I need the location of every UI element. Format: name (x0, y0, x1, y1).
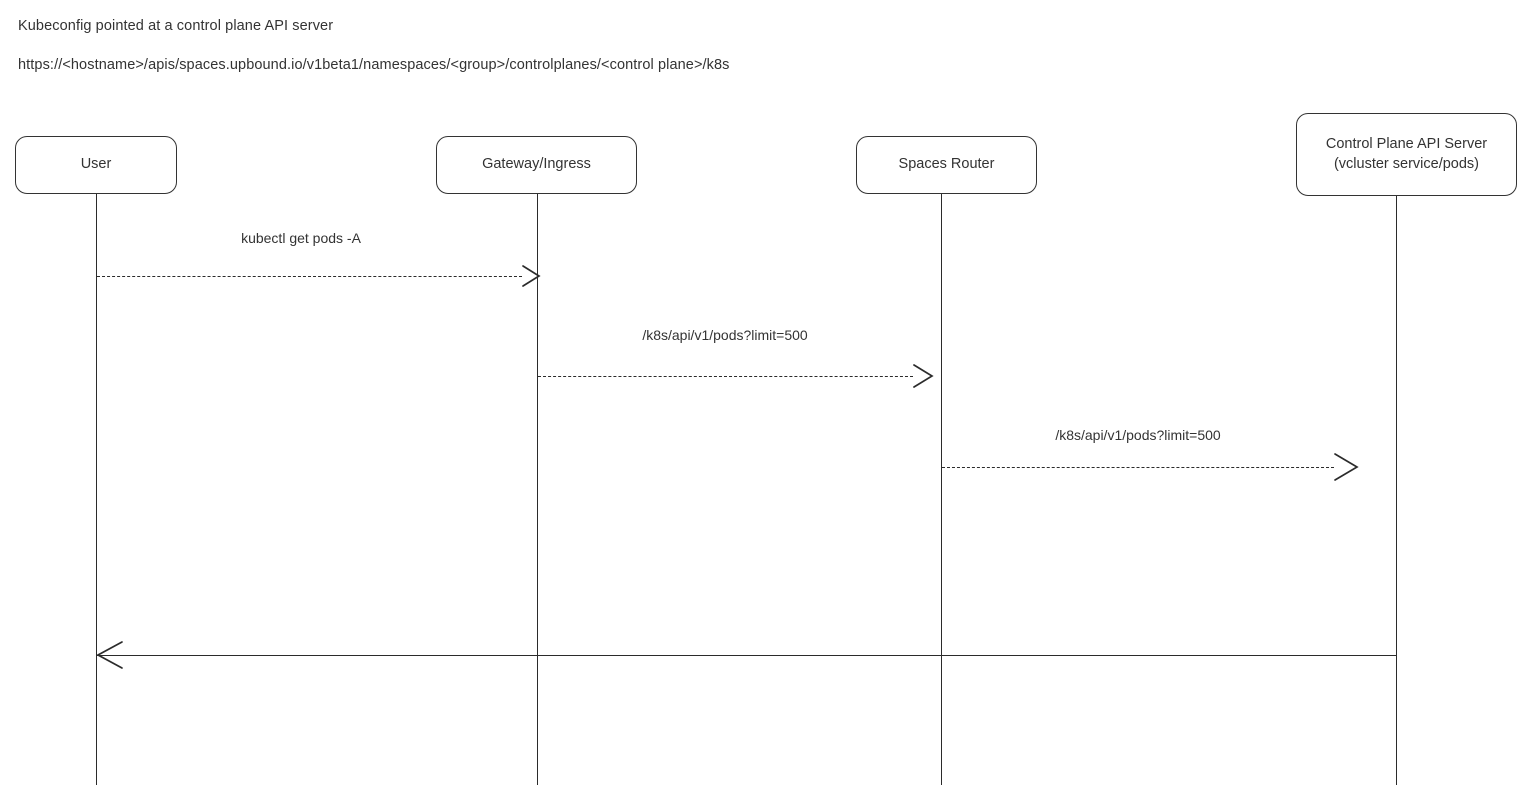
participant-sublabel-control-plane: (vcluster service/pods) (1333, 155, 1480, 172)
message-label-2: /k8s/api/v1/pods?limit=500 (642, 327, 808, 343)
participant-label-spaces-router: Spaces Router (898, 156, 995, 173)
message-label-1: kubectl get pods -A (241, 230, 361, 246)
participant-box-control-plane[interactable]: Control Plane API Server (vcluster servi… (1296, 113, 1517, 196)
participant-label-user: User (80, 156, 112, 173)
diagram-url-text: https://<hostname>/apis/spaces.upbound.i… (18, 57, 730, 73)
participant-label-gateway: Gateway/Ingress (482, 156, 591, 173)
message-line-1 (97, 276, 522, 277)
lifeline-control-plane (1396, 196, 1397, 785)
participant-box-user[interactable]: User (15, 136, 177, 194)
lifeline-user (96, 194, 97, 785)
participant-box-spaces-router[interactable]: Spaces Router (856, 136, 1037, 194)
participant-box-gateway[interactable]: Gateway/Ingress (436, 136, 637, 194)
message-line-3 (942, 467, 1334, 468)
message-label-3: /k8s/api/v1/pods?limit=500 (1055, 427, 1221, 443)
participant-label-control-plane: Control Plane API Server (1325, 135, 1488, 152)
message-line-2 (538, 376, 913, 377)
lifeline-spaces-router (941, 194, 942, 785)
message-line-4 (97, 655, 1396, 656)
lifeline-gateway (537, 194, 538, 785)
diagram-title: Kubeconfig pointed at a control plane AP… (18, 18, 334, 34)
